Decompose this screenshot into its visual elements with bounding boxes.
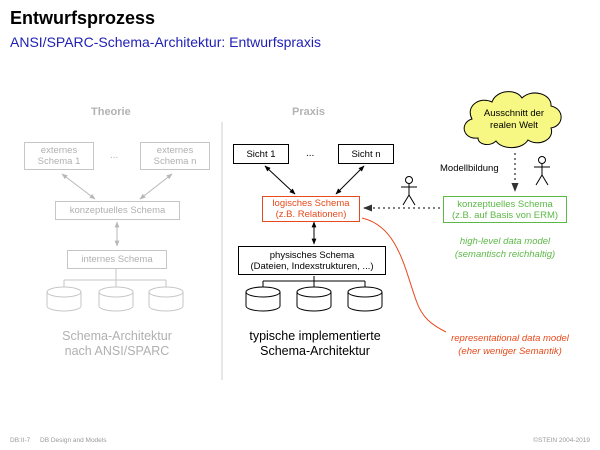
external-schema-n-line1: externes [156,145,194,156]
real-world-label: Ausschnitt der realen Welt [468,108,560,132]
representational-model-label: representational data model (eher wenige… [425,332,595,358]
person-left-icon [401,176,417,206]
external-schema-n-line2: Schema n [153,156,197,167]
real-world-line2: realen Welt [490,120,538,131]
theorie-disk-1 [46,286,82,312]
footer-course: DB Design and Models [40,437,107,444]
logical-schema-line1: logisches Schema [272,198,350,209]
right-conceptual-line2: (z.B. auf Basis von ERM) [451,209,559,221]
footer-copyright: ©STEIN 2004-2019 [533,437,590,444]
logical-schema-box: logisches Schema (z.B. Relationen) [262,196,360,222]
praxis-caption-line2: Schema-Architektur [260,344,370,358]
praxis-disk-2 [296,286,332,312]
theorie-internal-label: internes Schema [81,254,153,265]
theorie-caption-line1: Schema-Architektur [62,329,172,343]
theorie-ellipsis: ... [110,150,119,161]
arrow-viewn-logical [335,165,365,195]
view-n-box: Sicht n [338,144,394,164]
external-schema-1-line2: Schema 1 [37,156,81,167]
physical-schema-box: physisches Schema (Dateien, Indexstruktu… [238,246,386,275]
footer-slide-id: DB:II-7 [10,437,31,444]
external-schema-1-box: externes Schema 1 [24,142,94,170]
real-world-cloud [463,91,562,149]
representational-line2: (eher weniger Semantik) [458,346,562,357]
real-world-line1: Ausschnitt der [483,108,545,119]
slide-subtitle: ANSI/SPARC-Schema-Architektur: Entwurfsp… [10,34,321,50]
representational-line1: representational data model [451,333,569,344]
view-1-label: Sicht 1 [246,148,276,160]
praxis-caption: typische implementierte Schema-Architekt… [220,329,410,359]
theorie-conceptual-label: konzeptuelles Schema [69,205,166,216]
external-schema-n-box: externes Schema n [140,142,210,170]
view-1-box: Sicht 1 [233,144,289,164]
logical-schema-line2: (z.B. Relationen) [275,209,347,220]
slide-title: Entwurfsprozess [10,8,156,28]
theorie-disk-2 [98,286,134,312]
modeling-label: Modellbildung [440,163,499,174]
theorie-internal-box: internes Schema [67,250,167,269]
view-n-label: Sicht n [351,148,381,160]
praxis-caption-line1: typische implementierte [249,329,381,343]
high-level-line2: (semantisch reichhaltig) [454,249,556,260]
praxis-disk-3 [347,286,383,312]
physical-schema-line1: physisches Schema [269,249,355,261]
representational-curve [361,217,447,333]
person-right-icon [534,156,550,186]
arrow-ext1-conceptual [61,173,96,200]
arrow-view1-logical [264,165,296,195]
theorie-caption-line2: nach ANSI/SPARC [64,344,170,358]
theorie-caption: Schema-Architektur nach ANSI/SPARC [20,329,214,359]
right-conceptual-line1: konzeptuelles Schema [457,198,553,210]
physical-schema-line2: (Dateien, Indexstrukturen, ...) [250,260,374,272]
right-conceptual-box: konzeptuelles Schema (z.B. auf Basis von… [443,196,567,223]
external-schema-1-line1: externes [40,145,78,156]
high-level-model-label: high-level data model (semantisch reichh… [430,235,580,261]
arrow-extn-conceptual [139,173,173,200]
praxis-heading: Praxis [292,106,326,118]
praxis-disk-1 [245,286,281,312]
theorie-heading: Theorie [91,106,131,118]
high-level-line1: high-level data model [459,236,551,247]
theorie-disk-3 [148,286,184,312]
praxis-ellipsis: ... [306,148,315,159]
theorie-conceptual-box: konzeptuelles Schema [55,201,180,220]
